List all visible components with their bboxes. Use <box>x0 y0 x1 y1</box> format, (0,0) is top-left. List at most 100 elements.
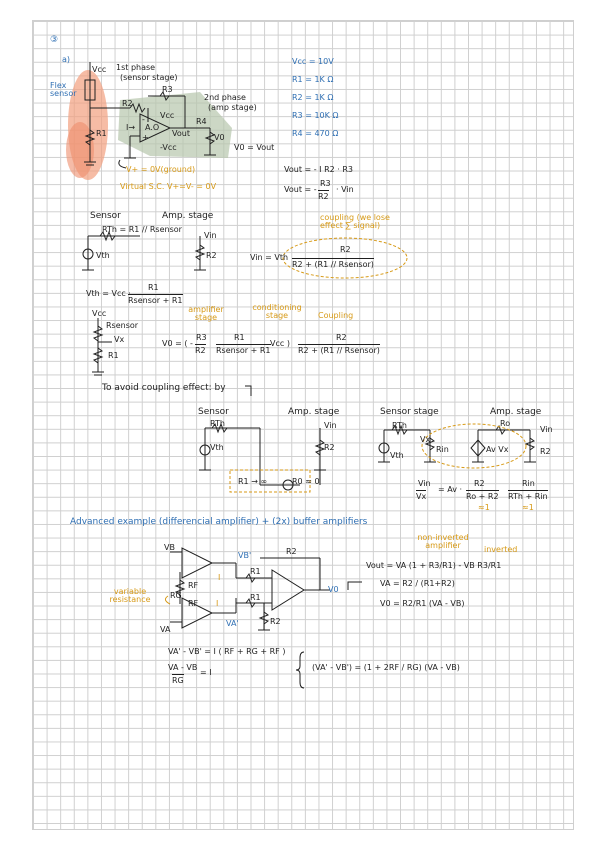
f2-den: Rsensor + R1 <box>216 344 271 355</box>
r2-label-2: R2 <box>206 251 217 260</box>
eq-diff-2-den: RG <box>172 674 184 685</box>
ratio-den: Vx <box>416 490 427 501</box>
r4-label: R4 <box>196 117 207 126</box>
vout-eq-adv: Vout = VA (1 + R3/R1) - VB R3/R1 <box>366 561 502 570</box>
part-label: a) <box>62 55 71 64</box>
f3-den: R2 + (R1 // Rsensor) <box>298 344 380 355</box>
eq-diff-2-num: VA - VB <box>168 663 198 672</box>
sensor-heading: Sensor <box>90 211 121 221</box>
circuit-2 <box>82 230 408 279</box>
r1-label-3: R1 <box>108 351 119 360</box>
phase1-sub: (sensor stage) <box>120 73 178 82</box>
vx-label: Vx <box>114 335 125 344</box>
va-prime: VA' <box>226 619 239 628</box>
eq-diff-2-rhs: = I <box>200 668 212 677</box>
avoid-coupling: To avoid coupling effect: by <box>102 383 226 393</box>
f2-num: R1 <box>234 333 245 342</box>
vx-label-4: Vx <box>420 435 431 444</box>
value-vcc: Vcc = 10V <box>292 57 334 66</box>
r2b-label: R2 <box>270 617 281 626</box>
vout-eq2-den: R2 <box>318 190 329 201</box>
vout-eq2-num: R3 <box>320 179 331 188</box>
coupling-note: coupling (we lose effect ∑ signal) <box>320 213 390 230</box>
eq-diff-3: (VA' - VB') = (1 + 2RF / RG) (VA - VB) <box>312 663 460 672</box>
brace <box>295 651 305 689</box>
v0-equals: V0 = Vout <box>234 143 275 152</box>
minus-sign: - <box>142 115 145 124</box>
vcc-label-3: Vcc <box>92 309 107 318</box>
amplifier-stage-label: amplifier stage <box>188 305 224 322</box>
rsensor-label: Rsensor <box>106 321 139 330</box>
vout-node: Vout <box>172 129 190 138</box>
sensor-heading-2: Sensor <box>198 407 229 417</box>
circuit-5 <box>164 547 330 631</box>
rin-infinity: R1 → ∞ <box>238 477 268 486</box>
circuit-4b <box>378 423 536 469</box>
rg-label: RG <box>170 591 182 600</box>
v0-node: V0 <box>214 133 225 142</box>
amp-stage-heading-2: Amp. stage <box>288 407 340 417</box>
current-i2: I <box>216 599 219 608</box>
value-r4: R4 = 470 Ω <box>292 129 339 138</box>
inverted-label: inverted <box>484 545 518 554</box>
rin-label: Rin <box>436 445 449 454</box>
vo-output: V0 <box>328 585 339 594</box>
rf2-label: RF <box>188 599 199 608</box>
vth-label-5: Vth <box>390 451 404 460</box>
sensor-stage-heading: Sensor stage <box>380 407 439 417</box>
vth-eq-num: R1 <box>148 283 159 292</box>
amp-stage-heading-3: Amp. stage <box>490 407 542 417</box>
r1b-label: R1 <box>250 593 261 602</box>
vout-eq2-lhs: Vout = - <box>284 185 317 194</box>
av-vx-label: Av Vx <box>486 445 509 454</box>
rf1-label: RF <box>188 581 199 590</box>
r3-label: R3 <box>162 85 173 94</box>
g1-num: R2 <box>474 479 485 488</box>
conditioning-stage-label: conditioning stage <box>252 303 302 320</box>
virtual-sc: Virtual S.C. V+=V- = 0V <box>120 182 217 191</box>
eq-diff-1: VA' - VB' = I ( RF + RG + RF ) <box>168 647 286 656</box>
amp-highlight <box>118 92 232 158</box>
flex-sensor-label: Flex sensor <box>50 81 77 98</box>
av-label: = Av · <box>438 485 463 494</box>
vin-eq-den: R2 + (R1 // Rsensor) <box>292 258 374 269</box>
vth-label: Vth <box>96 251 110 260</box>
circuit-3 <box>92 318 112 376</box>
arrow-marks <box>245 385 362 590</box>
g1-den: Ro + R2 <box>466 490 499 501</box>
vin-eq-lhs: Vin = Vth <box>250 253 289 262</box>
vout-eq2-rhs: · Vin <box>336 185 354 194</box>
vcc-mid: Vcc ) <box>270 339 290 348</box>
v-ground: V+ = 0V(ground) <box>126 165 196 174</box>
value-r2: R2 = 1K Ω <box>292 93 334 102</box>
coupling-label: Coupling <box>318 311 354 320</box>
ratio-num: Vin <box>418 479 431 488</box>
neg-vcc: -Vcc <box>160 143 177 152</box>
v0-eq-lhs: V0 = ( - <box>162 339 193 348</box>
g2-den: RTh + Rin <box>508 490 548 501</box>
vo-eq: V0 = R2/R1 (VA - VB) <box>380 599 465 608</box>
vth-eq-den: Rsensor + R1 <box>128 294 183 305</box>
vin-eq-num: R2 <box>340 245 351 254</box>
circuit-4a <box>199 422 326 493</box>
value-r3: R3 = 10K Ω <box>292 111 339 120</box>
page-number: ③ <box>50 35 59 45</box>
vb-label: VB <box>164 543 175 552</box>
vcc-amp: Vcc <box>160 111 175 120</box>
f3-num: R2 <box>336 333 347 342</box>
vout-eq1: Vout = - I R2 · R3 <box>284 165 353 174</box>
opamp-label: A.O <box>145 123 160 132</box>
r2-label-4: R2 <box>324 443 335 452</box>
plus-sign: + <box>142 133 149 142</box>
vth-eq-lhs: Vth = Vcc · <box>86 289 131 298</box>
value-r1: R1 = 1K Ω <box>292 75 334 84</box>
r0-zero: R0 ≈ 0 <box>292 477 320 486</box>
f1-num: R3 <box>196 333 207 342</box>
va-eq: VA = R2 / (R1+R2) <box>380 579 455 588</box>
advanced-title: Advanced example (differencial amplifier… <box>70 517 368 527</box>
va-label: VA <box>160 625 171 634</box>
vcc-top: Vcc <box>92 65 107 74</box>
vb-prime: VB' <box>238 551 252 560</box>
r2-label-6: R2 <box>286 547 297 556</box>
